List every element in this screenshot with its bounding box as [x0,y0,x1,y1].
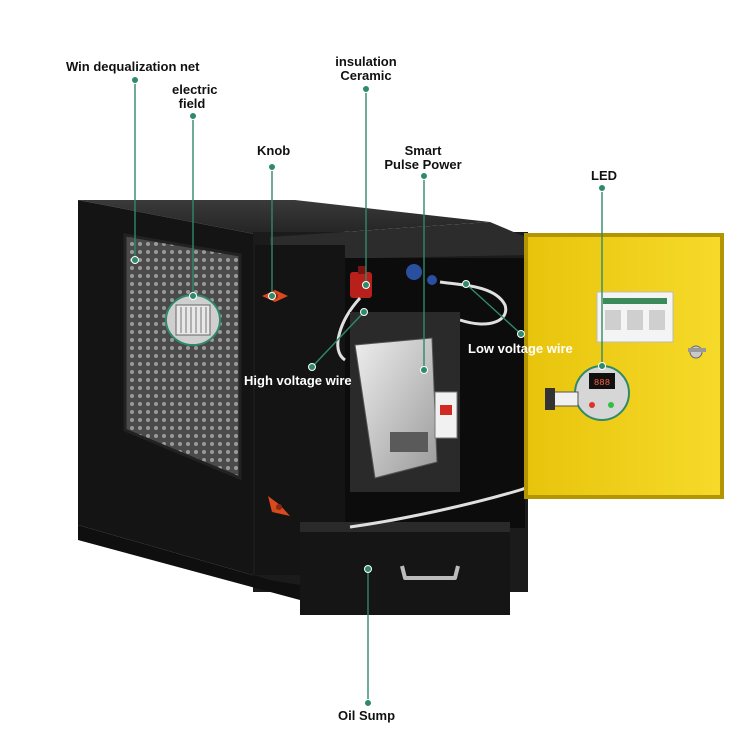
label-smart-line1: Smart [404,143,442,158]
oil-sump-top-edge [300,522,510,532]
callout-led [598,184,606,370]
callout-knob-dot-2 [268,292,276,300]
label-led: LED [591,168,617,183]
callout-low-voltage-wire-dot-2 [462,280,470,288]
callout-low-voltage-wire-line [465,283,522,335]
cabinet-base [78,525,300,600]
callout-lines [131,76,606,707]
connector-icon [406,264,437,285]
cabinet-pillar [255,245,345,575]
callout-high-voltage-wire-dot-2 [360,308,368,316]
callout-low-voltage-wire [462,280,525,338]
label-electric-field-line2: field [178,96,206,111]
cabinet-top [78,200,490,237]
door-bracket [545,388,555,410]
label-oil-sump: Oil Sump [338,708,396,723]
electric-field-module [165,294,221,346]
callout-knob-dot-1 [268,163,276,171]
electric-field-plates [175,304,211,336]
low-voltage-wire-path [439,280,508,326]
callout-led-dot-2 [598,362,606,370]
callout-smart-pulse-power-dot-1 [420,172,428,180]
callout-smart-pulse-power [420,172,428,374]
breaker-switch [440,405,452,415]
callout-high-voltage-wire [308,308,368,371]
label-knob: Knob [257,143,291,158]
label-low-voltage-wire: Low voltage wire [468,341,573,356]
callout-oil-sump-dot-2 [364,699,372,707]
led-display-icon [589,373,615,389]
filter-frame [123,233,242,481]
label-insulation-line2: Ceramic [340,68,392,83]
callout-electric-field-dot-1 [189,112,197,120]
high-voltage-wire-path [336,296,362,362]
label-high-voltage-wire: High voltage wire [244,373,352,388]
knob-lower-icon [268,496,290,516]
psu-fan-grille [390,432,428,452]
status-light-green [608,402,614,408]
callout-smart-pulse-power-dot-2 [420,366,428,374]
callout-electric-field-dot-2 [189,292,197,300]
label-electric-field: electric field [172,82,218,111]
label-insulation-line1: insulation [335,54,397,69]
callout-win-dequalization-net [131,76,139,264]
oil-sump-drawer [300,522,510,615]
oil-sump-handle [400,565,460,580]
callout-electric-field [189,112,197,300]
callout-led-dot-1 [598,184,606,192]
svg-text:888: 888 [594,378,610,388]
smart-pulse-power-unit [350,312,460,492]
callout-insulation-ceramic-dot-2 [362,281,370,289]
status-light-red [589,402,595,408]
callout-high-voltage-wire-line [311,311,365,368]
filter-screen [125,235,240,478]
label-win-dequalization-net: Win dequalization net [66,59,200,74]
label-insulation-ceramic: insulation Ceramic [330,55,402,83]
callout-insulation-ceramic-dot-1 [362,85,370,93]
label-smart-pulse-power: Smart Pulse Power [380,144,466,172]
label-electric-field-line1: electric [172,82,218,97]
control-door: 888 [524,233,724,499]
door-latch-icon [688,345,706,359]
callout-high-voltage-wire-dot-1 [308,363,316,371]
callout-low-voltage-wire-dot-1 [517,330,525,338]
callout-win-dequalization-net-dot-1 [131,76,139,84]
callout-insulation-ceramic [362,85,370,289]
callout-oil-sump-dot-1 [364,565,372,573]
callout-oil-sump [364,565,372,707]
door-panel [524,233,724,499]
callout-knob [268,163,276,300]
label-smart-line2: Pulse Power [384,157,462,172]
callout-win-dequalization-net-dot-2 [131,256,139,264]
